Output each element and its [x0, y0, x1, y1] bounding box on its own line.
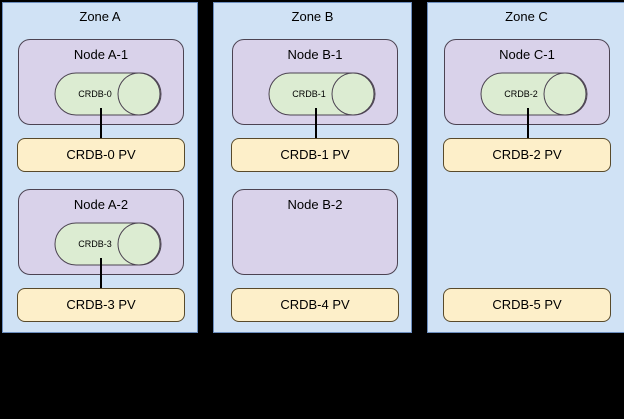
- node-b-1-title: Node B-1: [287, 47, 343, 62]
- pv-crdb-3[interactable]: CRDB-3 PV: [17, 288, 185, 322]
- pv-crdb-1-label: CRDB-1 PV: [280, 147, 350, 162]
- pv-crdb-0-label: CRDB-0 PV: [66, 147, 136, 162]
- node-b-2-title: Node B-2: [287, 197, 343, 212]
- pv-crdb-0[interactable]: CRDB-0 PV: [17, 138, 185, 172]
- node-a-1-title: Node A-1: [73, 47, 129, 62]
- pod-cylinder-icon: [54, 222, 162, 266]
- pod-cylinder-icon: [268, 72, 376, 116]
- connector-node-b-1-to-pv: [315, 108, 317, 140]
- pv-crdb-2[interactable]: CRDB-2 PV: [443, 138, 611, 172]
- connector-node-c-1-to-pv: [527, 108, 529, 140]
- pv-crdb-4-label: CRDB-4 PV: [280, 297, 350, 312]
- pv-crdb-5[interactable]: CRDB-5 PV: [443, 288, 611, 322]
- pod-crdb-2[interactable]: CRDB-2: [480, 72, 588, 116]
- zone-a-title: Zone A: [79, 9, 121, 24]
- connector-node-a-2-to-pv: [100, 258, 102, 290]
- pv-crdb-4[interactable]: CRDB-4 PV: [231, 288, 399, 322]
- zone-b-title: Zone B: [291, 9, 334, 24]
- pod-crdb-1[interactable]: CRDB-1: [268, 72, 376, 116]
- pv-crdb-1[interactable]: CRDB-1 PV: [231, 138, 399, 172]
- pod-crdb-0[interactable]: CRDB-0: [54, 72, 162, 116]
- pod-cylinder-icon: [54, 72, 162, 116]
- node-b-1[interactable]: Node B-1 CRDB-1: [232, 39, 398, 125]
- node-b-2[interactable]: Node B-2: [232, 189, 398, 275]
- node-c-1-title: Node C-1: [499, 47, 555, 62]
- pv-crdb-5-label: CRDB-5 PV: [492, 297, 562, 312]
- zone-c: Zone C Node C-1 CRDB-2 CRDB-2 PV CRDB-5 …: [427, 2, 624, 333]
- pod-cylinder-icon: [480, 72, 588, 116]
- pv-crdb-2-label: CRDB-2 PV: [492, 147, 562, 162]
- zone-c-title: Zone C: [505, 9, 548, 24]
- pv-crdb-3-label: CRDB-3 PV: [66, 297, 136, 312]
- pod-crdb-3[interactable]: CRDB-3: [54, 222, 162, 266]
- node-a-2-title: Node A-2: [73, 197, 129, 212]
- zone-a: Zone A Node A-1 CRDB-0 CRDB-0 PV Node A-…: [2, 2, 198, 333]
- zone-b: Zone B Node B-1 CRDB-1 CRDB-1 PV Node B-…: [213, 2, 412, 333]
- connector-node-a-1-to-pv: [100, 108, 102, 140]
